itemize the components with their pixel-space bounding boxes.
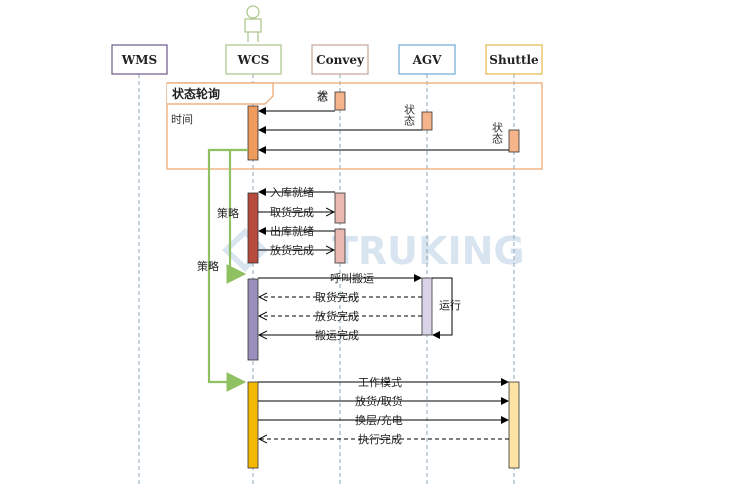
status-label-shuttle: 状态 — [491, 121, 504, 144]
truking-logo-watermark: TRUKING — [222, 228, 525, 273]
convey-message-1: 入库就绪 — [270, 185, 314, 199]
shuttle-message-3: 换层/充电 — [355, 413, 403, 427]
wcs-activation-convey — [247, 192, 259, 264]
participant-agv-label: AGV — [412, 53, 443, 67]
participant-wms-label: WMS — [121, 53, 157, 67]
arrow-agv-self — [432, 277, 453, 339]
watermark-text: TRUKING — [332, 229, 525, 273]
participant-agv: AGV — [398, 44, 456, 75]
shuttle-activation-polling — [508, 129, 520, 153]
agv-activation — [421, 277, 433, 336]
participant-convey: Convey — [311, 44, 369, 75]
actor-icon — [244, 5, 262, 42]
agv-message-2: 取货完成 — [315, 290, 359, 304]
agv-activation-polling — [421, 111, 433, 131]
shuttle-activation — [508, 381, 520, 469]
agv-self-message: 运行 — [439, 299, 461, 312]
status-polling-frame: 状态轮询 时间 — [166, 82, 543, 170]
strategy-connectors — [207, 148, 248, 392]
strategy-label-shuttle: 策略 — [197, 259, 219, 273]
wcs-activation-agv — [247, 278, 259, 361]
wcs-activation-polling — [247, 105, 259, 161]
polling-frame-subtitle: 时间 — [171, 113, 193, 126]
strategy-connector-shuttle — [207, 148, 247, 392]
shuttle-message-2: 放货/取货 — [355, 394, 403, 408]
convey-activation-2 — [334, 228, 346, 264]
agv-message-3: 放货完成 — [315, 309, 359, 323]
polling-frame-title: 状态轮询 — [172, 86, 220, 101]
convey-activation-1 — [334, 192, 346, 224]
convey-activation-polling — [334, 91, 346, 111]
strategy-label-convey: 策略 — [217, 206, 239, 220]
shuttle-message-1: 工作模式 — [358, 376, 402, 389]
participant-shuttle-label: Shuttle — [489, 53, 539, 67]
convey-message-4: 放货完成 — [270, 243, 314, 257]
agv-message-1: 呼叫搬运 — [330, 271, 374, 285]
participant-wcs: WCS — [225, 44, 282, 75]
convey-message-3: 出库就绪 — [270, 224, 314, 238]
strategy-connector-agv — [226, 148, 248, 284]
status-label-agv: 状态 — [403, 103, 416, 126]
wcs-activation-shuttle — [247, 381, 259, 469]
participant-wms: WMS — [111, 44, 168, 75]
participant-shuttle: Shuttle — [485, 44, 543, 75]
status-label-convey: 状态 — [316, 89, 329, 102]
participant-wcs-label: WCS — [237, 53, 270, 67]
shuttle-message-4: 执行完成 — [358, 432, 402, 446]
lifelines — [138, 74, 515, 485]
convey-message-2: 取货完成 — [270, 205, 314, 219]
participant-convey-label: Convey — [316, 53, 365, 67]
agv-message-4: 搬运完成 — [315, 328, 359, 342]
